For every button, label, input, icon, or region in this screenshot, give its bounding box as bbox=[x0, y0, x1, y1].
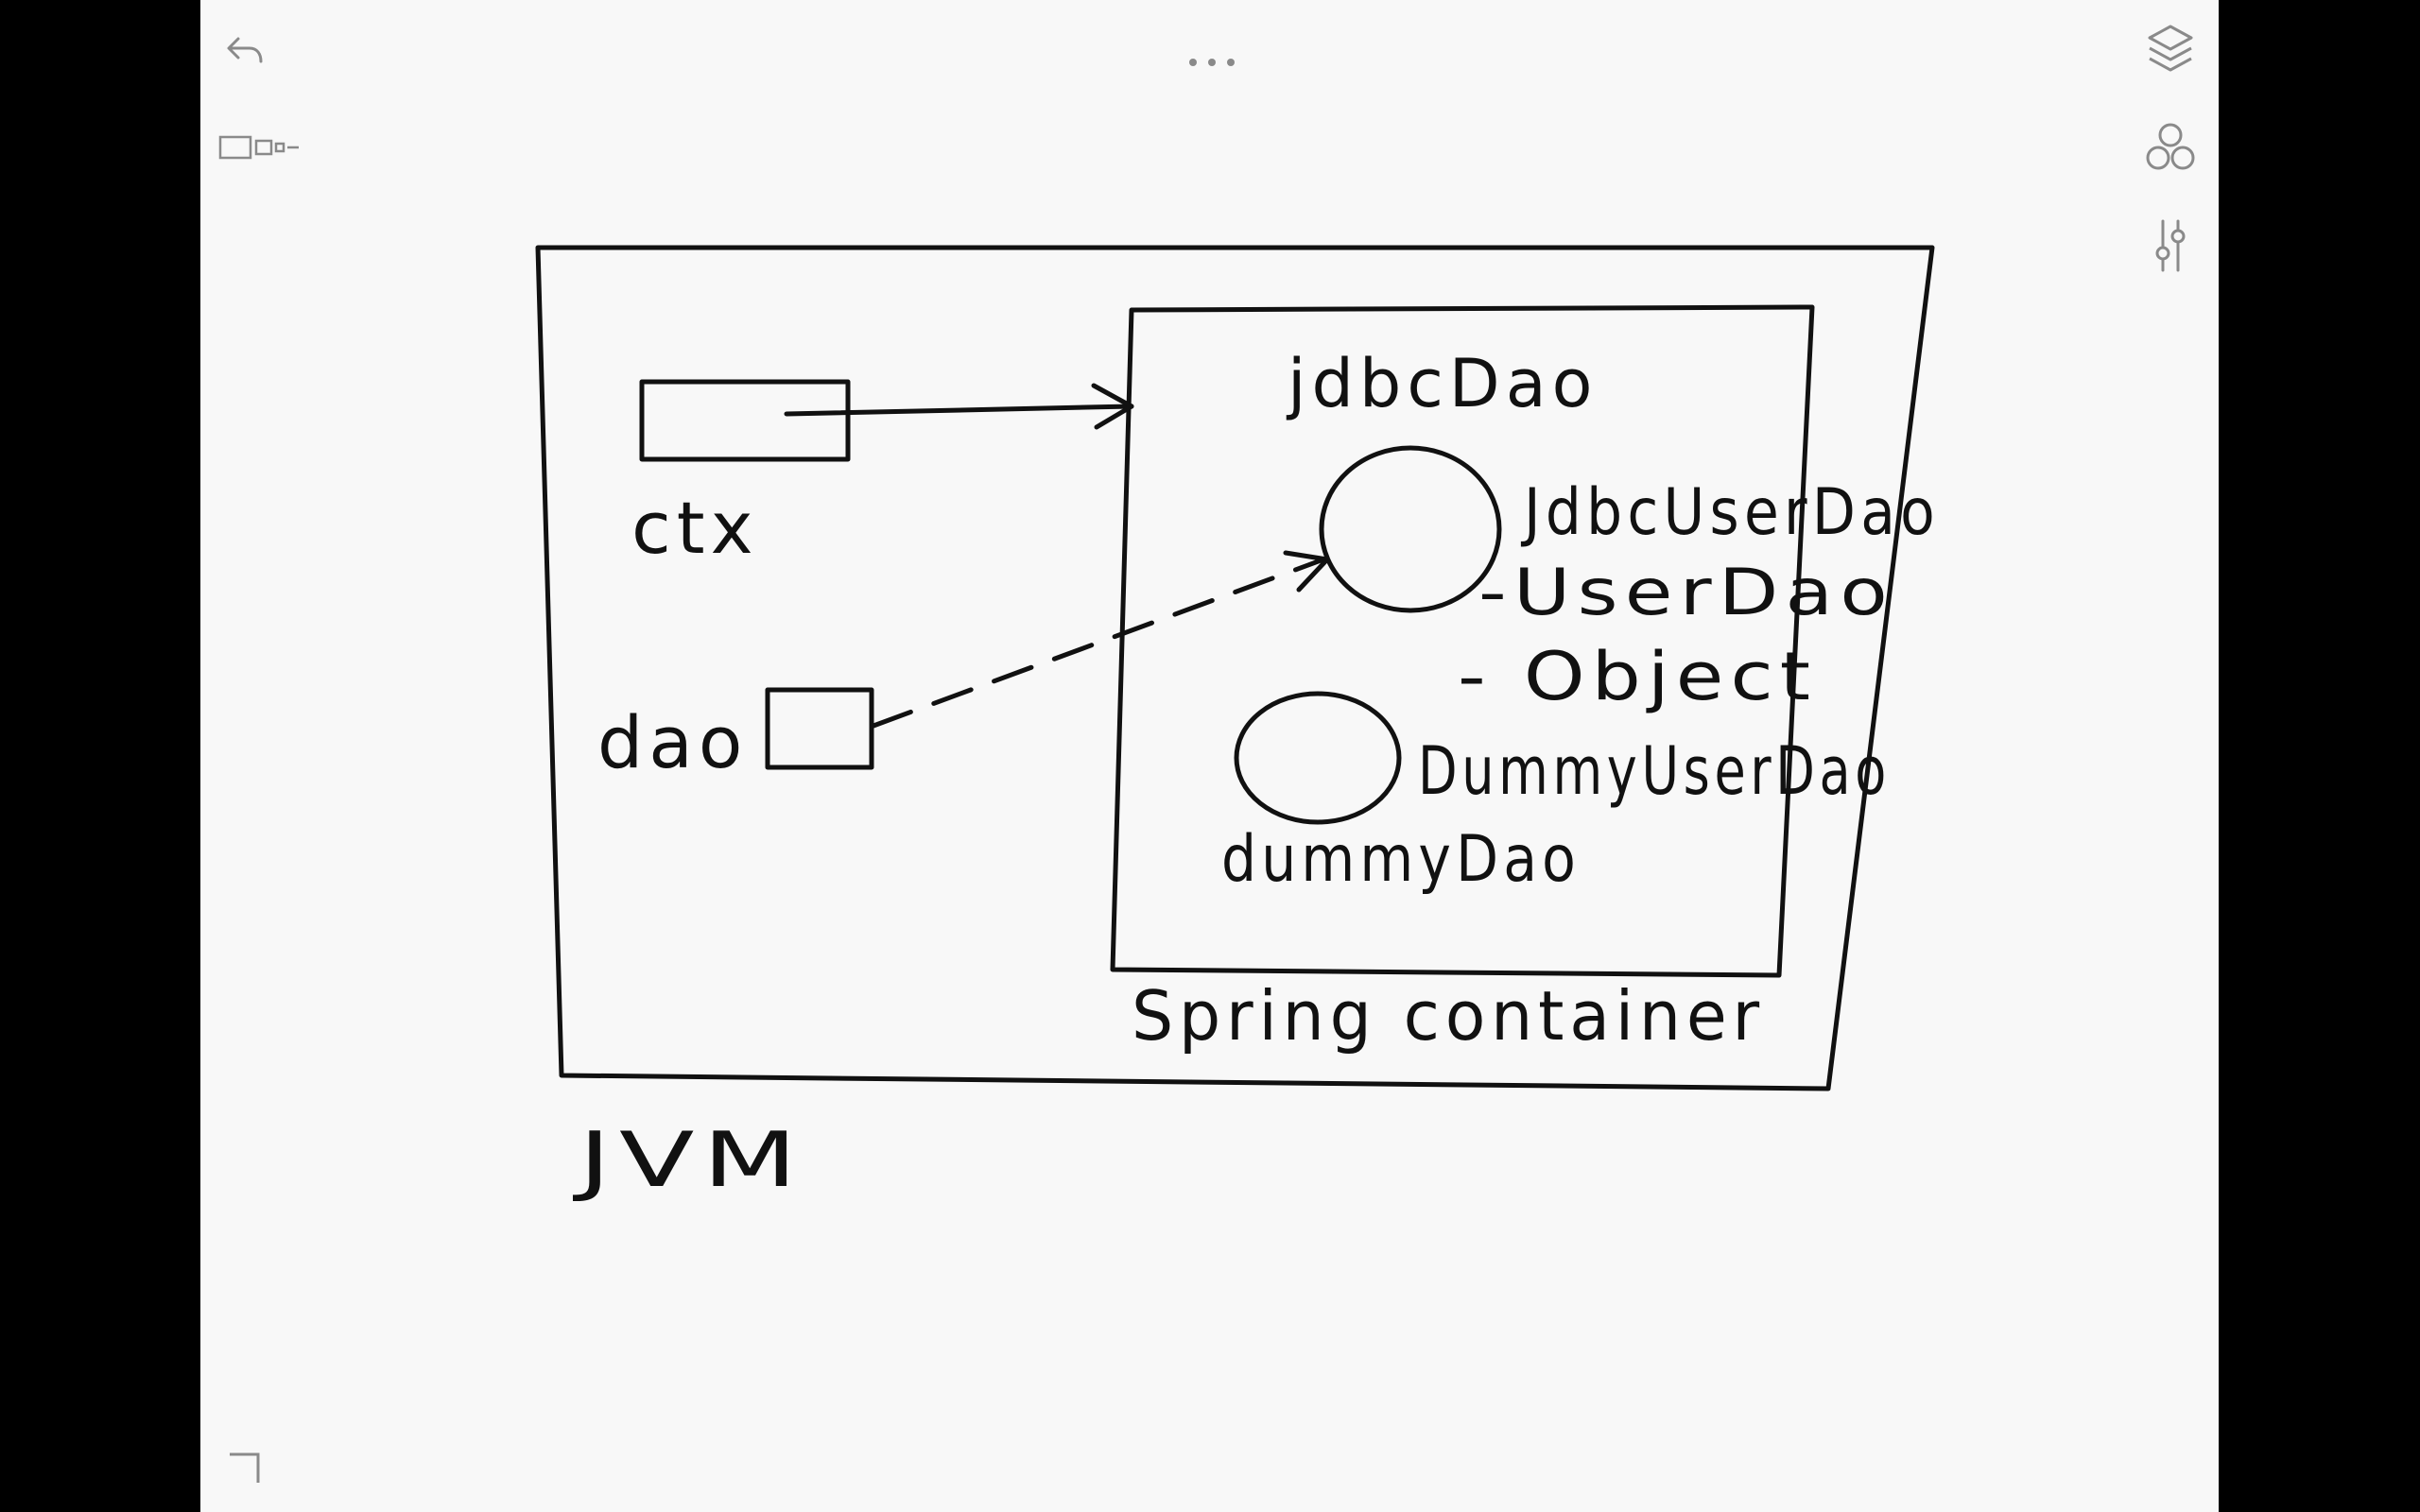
bean1-interface-label: -UserDao bbox=[1478, 556, 1894, 630]
ctx-label: ctx bbox=[631, 486, 759, 570]
bean1-class-label: JdbcUserDao bbox=[1520, 475, 1940, 550]
dao-arrow-head bbox=[1283, 550, 1330, 593]
ctx-arrow-head bbox=[1091, 383, 1134, 430]
dummy-bean-circle bbox=[1234, 691, 1402, 825]
bean2-class-label: DummyUserDao bbox=[1418, 732, 1891, 810]
layers-icon[interactable] bbox=[2142, 21, 2199, 77]
more-options-icon[interactable] bbox=[1174, 45, 1250, 79]
dao-dashed-arrow bbox=[871, 557, 1326, 729]
jvm-label: JVM bbox=[572, 1116, 805, 1204]
jdbc-bean-circle bbox=[1319, 445, 1502, 613]
container-label: Spring container bbox=[1132, 976, 1765, 1056]
sketch-drawing: ctx dao jdbcDao JdbcUserDao -UserDao - O… bbox=[535, 245, 1940, 1204]
bean2-id-label: dummyDao bbox=[1221, 822, 1581, 897]
dao-label: dao bbox=[597, 700, 748, 784]
page-corner-icon bbox=[221, 1446, 268, 1489]
page-thumbnails-icon[interactable] bbox=[217, 132, 302, 163]
bean1-superclass-label: - Object bbox=[1458, 638, 1817, 715]
undo-icon[interactable] bbox=[221, 28, 268, 72]
color-circles-icon[interactable] bbox=[2142, 119, 2199, 176]
jvm-box bbox=[535, 245, 1935, 1091]
bean1-id-label: jdbcDao bbox=[1286, 345, 1598, 422]
ctx-box bbox=[639, 379, 851, 462]
ctx-arrow bbox=[784, 404, 1134, 417]
adjustments-sliders-icon[interactable] bbox=[2142, 215, 2199, 276]
drawing-canvas[interactable]: ctx dao jdbcDao JdbcUserDao -UserDao - O… bbox=[200, 0, 2219, 1512]
spring-container-box bbox=[1110, 304, 1815, 978]
dao-box bbox=[765, 687, 874, 770]
